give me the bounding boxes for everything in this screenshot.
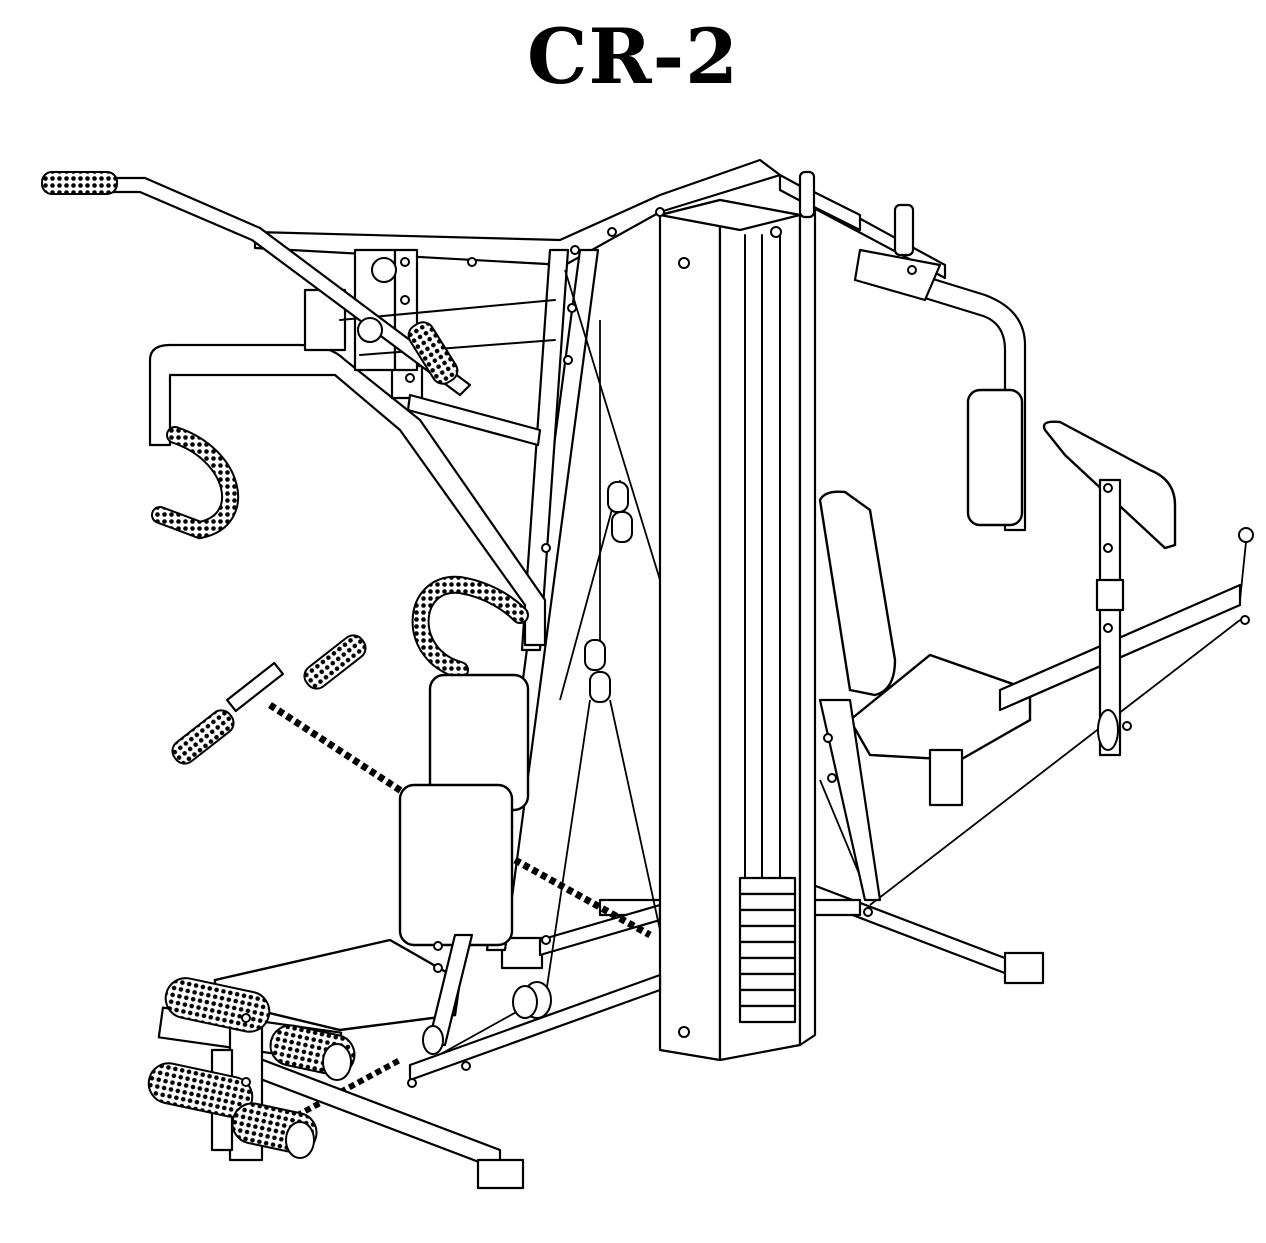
fastener-holes (242, 208, 1249, 1087)
middle-hook-handle-knurl (421, 585, 520, 670)
weight-plates (740, 878, 795, 1022)
row-handle (168, 631, 370, 768)
weight-stack-tower (660, 200, 815, 1060)
seat-station (820, 492, 1240, 900)
pulleys (358, 258, 551, 1054)
diagram-title: CR-2 (526, 12, 740, 101)
cable-system (430, 270, 1240, 1060)
pec-deck-arm (800, 172, 1025, 530)
backrest-post (1044, 422, 1175, 755)
upper-hook-handle-knurl (160, 435, 230, 530)
pulley-chain (585, 482, 1253, 702)
handle-chain (270, 705, 650, 935)
lat-bar (42, 172, 470, 395)
